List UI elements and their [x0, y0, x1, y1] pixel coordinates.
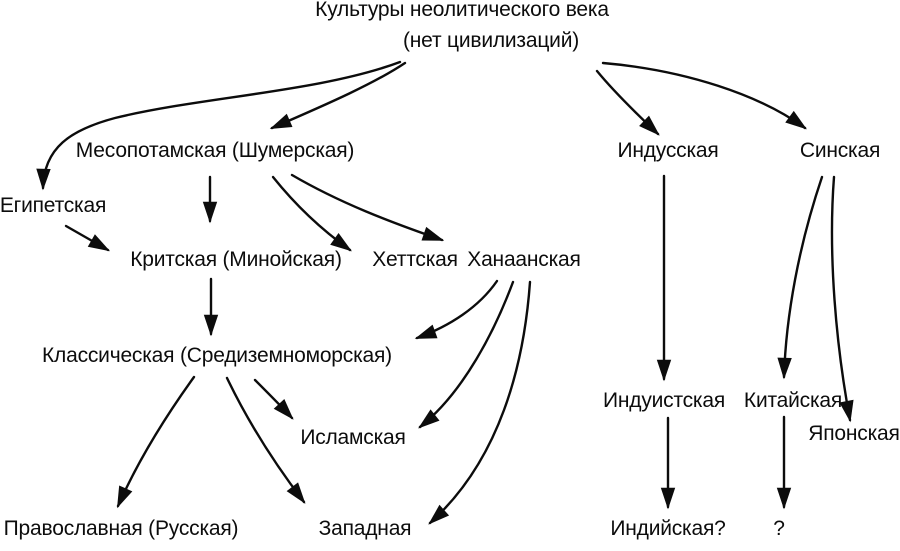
node-cretan: Критская (Минойская) — [130, 248, 342, 271]
node-neolithic-title-line1: Культуры неолитического века — [315, 0, 609, 21]
edge-classical-islamic — [253, 378, 294, 420]
node-hindu: Индуистская — [602, 389, 726, 412]
node-chinese: Китайская — [743, 389, 843, 412]
edge-neolithic-egyptian — [36, 60, 402, 191]
edge-mesopotamian-canaanite — [290, 173, 445, 242]
edge-canaanite-islamic — [418, 280, 515, 429]
edge-classical-orthodox — [116, 375, 196, 509]
edge-egyptian-cretan — [64, 224, 111, 252]
node-orthodox: Православная (Русская) — [3, 517, 239, 540]
edge-classical-western — [225, 376, 306, 504]
node-hittite: Хеттская — [372, 248, 458, 271]
node-egyptian: Египетская — [0, 194, 107, 217]
node-islamic: Исламская — [300, 426, 406, 449]
node-mesopotamian: Месопотамская (Шумерская) — [75, 139, 355, 162]
node-unknown: ? — [773, 517, 785, 540]
node-western: Западная — [318, 517, 412, 540]
edge-neolithic-mesopotamian — [269, 61, 407, 130]
node-sinic: Синская — [799, 139, 881, 162]
node-japanese: Японская — [808, 422, 900, 445]
edge-canaanite-western — [428, 280, 532, 525]
edge-sinic-japanese — [830, 175, 854, 423]
node-canaanite: Ханаанская — [467, 248, 581, 271]
edge-neolithic-sinic — [601, 61, 807, 130]
edge-canaanite-classical — [414, 279, 499, 340]
node-classical: Классическая (Средиземноморская) — [42, 344, 392, 367]
node-indian: Индийская? — [610, 517, 726, 540]
edge-sinic-chinese — [777, 175, 824, 380]
node-neolithic-title-line2: (нет цивилизаций) — [402, 29, 580, 52]
edge-neolithic-indic — [595, 69, 660, 136]
edge-mesopotamian-hittite — [271, 175, 352, 252]
node-indic: Индусская — [617, 139, 719, 162]
